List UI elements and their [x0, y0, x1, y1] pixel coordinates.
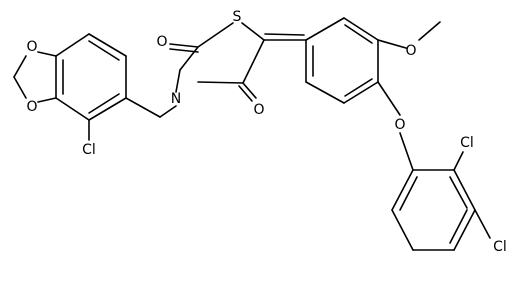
bond	[179, 46, 199, 71]
bond	[238, 85, 253, 102]
bond	[418, 21, 441, 41]
bond	[391, 209, 414, 251]
atom-label-oxygen: O	[26, 39, 37, 55]
bond	[37, 97, 57, 103]
bond	[55, 33, 90, 57]
bond	[88, 97, 127, 121]
bonds	[13, 17, 491, 251]
bond	[169, 43, 199, 48]
bond	[197, 22, 234, 48]
atom-label-chlorine: Cl	[493, 239, 507, 255]
bond	[377, 81, 401, 116]
bond	[449, 209, 468, 244]
bond	[55, 97, 90, 121]
atom-label-sulfur: S	[233, 9, 242, 25]
atom-label-nitrogen: N	[171, 91, 181, 107]
bond	[13, 76, 27, 99]
atom-label-chlorine: Cl	[460, 135, 474, 151]
atom-label-oxygen: O	[394, 117, 405, 133]
bond	[125, 97, 161, 118]
bond	[344, 24, 373, 44]
bond	[377, 39, 407, 49]
bond	[344, 78, 373, 97]
bond	[159, 105, 177, 118]
bond	[13, 55, 27, 78]
bond	[399, 176, 418, 211]
bond	[343, 17, 379, 41]
atom-label-chlorine: Cl	[82, 142, 96, 158]
bond	[175, 69, 181, 93]
bond	[264, 33, 305, 36]
bond	[88, 33, 127, 57]
atom-label-oxygen: O	[405, 43, 416, 59]
bond	[169, 48, 199, 53]
bond	[242, 82, 257, 99]
bond	[305, 17, 345, 41]
atom-label-oxygen: O	[156, 34, 167, 50]
bond	[453, 169, 476, 211]
bond	[453, 209, 476, 251]
bond	[242, 39, 265, 84]
bond	[449, 176, 468, 209]
bond	[343, 81, 379, 104]
bond	[305, 81, 345, 104]
bond	[88, 40, 120, 61]
bond	[88, 93, 120, 114]
atom-label-oxygen: O	[26, 99, 37, 115]
bond	[474, 209, 491, 239]
bond	[37, 51, 57, 57]
bond	[399, 132, 414, 171]
atom-labels: S N O O O O O O Cl Cl Cl	[26, 9, 506, 255]
bond	[453, 151, 464, 171]
bond	[241, 22, 265, 41]
atom-label-oxygen: O	[253, 102, 264, 118]
bond	[197, 81, 244, 84]
bond	[391, 169, 414, 211]
